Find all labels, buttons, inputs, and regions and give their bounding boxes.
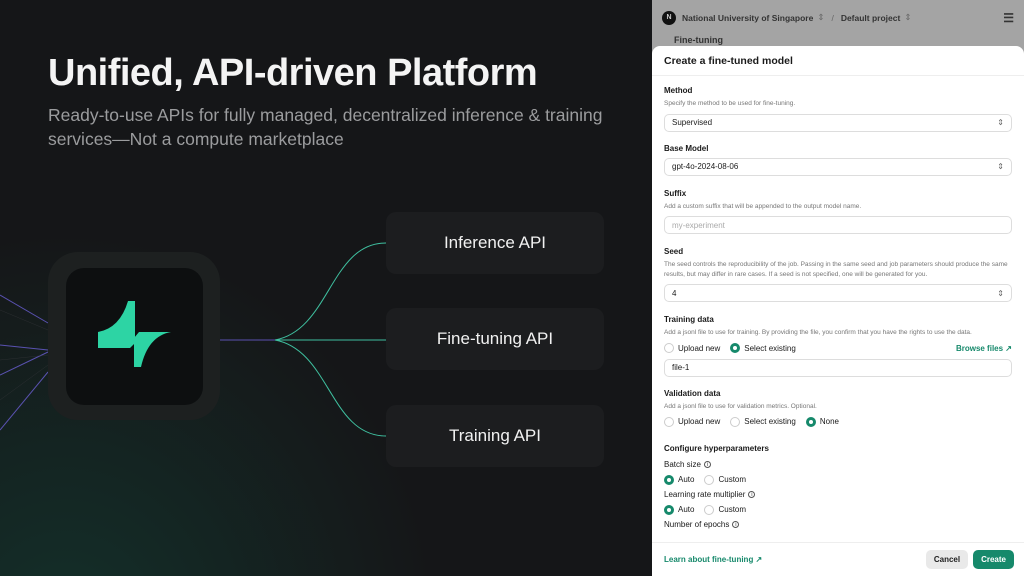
inference-api-card: Inference API: [386, 212, 604, 274]
training-select-existing-radio[interactable]: Select existing: [730, 343, 796, 353]
chevron-updown-icon: ⇕: [817, 12, 825, 22]
batch-custom-radio[interactable]: Custom: [704, 474, 746, 485]
browse-files-link[interactable]: Browse files ↗: [955, 343, 1012, 353]
chevron-updown-icon: ⇕: [997, 162, 1004, 171]
slide-title: Unified, API-driven Platform: [48, 52, 538, 94]
seed-desc: The seed controls the reproducibility of…: [664, 261, 1008, 278]
hyperparameters-label: Configure hyperparameters: [664, 444, 769, 453]
platform-logo: [66, 268, 203, 405]
menu-icon[interactable]: ☰: [1003, 10, 1014, 25]
batch-auto-radio[interactable]: Auto: [664, 474, 694, 485]
project-selector[interactable]: Default project: [840, 12, 901, 23]
training-desc: Add a jsonl file to use for training. By…: [664, 329, 972, 336]
info-icon: i: [703, 461, 711, 468]
suffix-desc: Add a custom suffix that will be appende…: [664, 202, 862, 210]
chevron-updown-icon: ⇕: [997, 118, 1004, 127]
slide-panel: Unified, API-driven Platform Ready-to-us…: [0, 0, 652, 576]
page-title-behind: Fine-tuning: [674, 35, 723, 45]
method-label: Method: [664, 86, 693, 95]
suffix-placeholder: my-experiment: [672, 220, 725, 230]
create-fine-tune-modal: Create a fine-tuned model Method Specify…: [652, 46, 1024, 576]
org-selector[interactable]: National University of Singapore: [682, 12, 814, 23]
method-value: Supervised: [672, 118, 713, 127]
chevron-updown-icon: ⇕: [904, 12, 912, 22]
seed-value: 4: [672, 288, 677, 298]
cancel-button[interactable]: Cancel: [925, 550, 969, 569]
learn-link[interactable]: Learn about fine-tuning ↗: [664, 555, 763, 564]
validation-none-radio[interactable]: None: [805, 416, 839, 427]
lr-auto-radio[interactable]: Auto: [664, 504, 694, 515]
info-icon: i: [748, 491, 756, 498]
validation-select-existing-radio[interactable]: Select existing: [730, 416, 796, 427]
validation-upload-radio[interactable]: Upload new: [664, 416, 720, 427]
training-api-card: Training API: [386, 405, 604, 467]
org-avatar: N: [662, 10, 676, 25]
suffix-input[interactable]: my-experiment: [664, 216, 1012, 234]
training-file-input[interactable]: file-1: [664, 358, 1012, 377]
fine-tuning-api-card: Fine-tuning API: [386, 308, 604, 370]
method-select[interactable]: Supervised ⇕: [664, 113, 1012, 132]
modal-footer: Learn about fine-tuning ↗ Cancel Create: [652, 542, 1024, 576]
modal-title: Create a fine-tuned model: [652, 46, 1024, 76]
connection-lines: [0, 242, 387, 437]
create-button[interactable]: Create: [973, 550, 1014, 569]
validation-desc: Add a jsonl file to use for validation m…: [664, 402, 817, 410]
info-icon: i: [732, 521, 740, 528]
training-label: Training data: [664, 315, 714, 324]
stepper-icon[interactable]: ⇕: [997, 288, 1004, 298]
base-model-value: gpt-4o-2024-08-06: [672, 162, 739, 171]
slide-subtitle: Ready-to-use APIs for fully managed, dec…: [48, 105, 603, 149]
validation-label: Validation data: [664, 388, 721, 398]
sparkle-logo-icon: [98, 301, 171, 367]
seed-input[interactable]: 4⇕: [664, 284, 1012, 302]
lr-custom-radio[interactable]: Custom: [704, 504, 746, 515]
method-desc: Specify the method to be used for fine-t…: [664, 100, 796, 107]
base-model-select[interactable]: gpt-4o-2024-08-06 ⇕: [664, 157, 1012, 176]
training-upload-radio[interactable]: Upload new: [664, 343, 720, 353]
suffix-label: Suffix: [664, 188, 687, 198]
seed-label: Seed: [664, 247, 684, 256]
base-model-label: Base Model: [664, 143, 709, 153]
training-file-value: file-1: [672, 363, 690, 372]
app-panel: N National University of Singapore⇕ / De…: [652, 0, 1024, 576]
top-bar: N National University of Singapore⇕ / De…: [652, 0, 1024, 35]
